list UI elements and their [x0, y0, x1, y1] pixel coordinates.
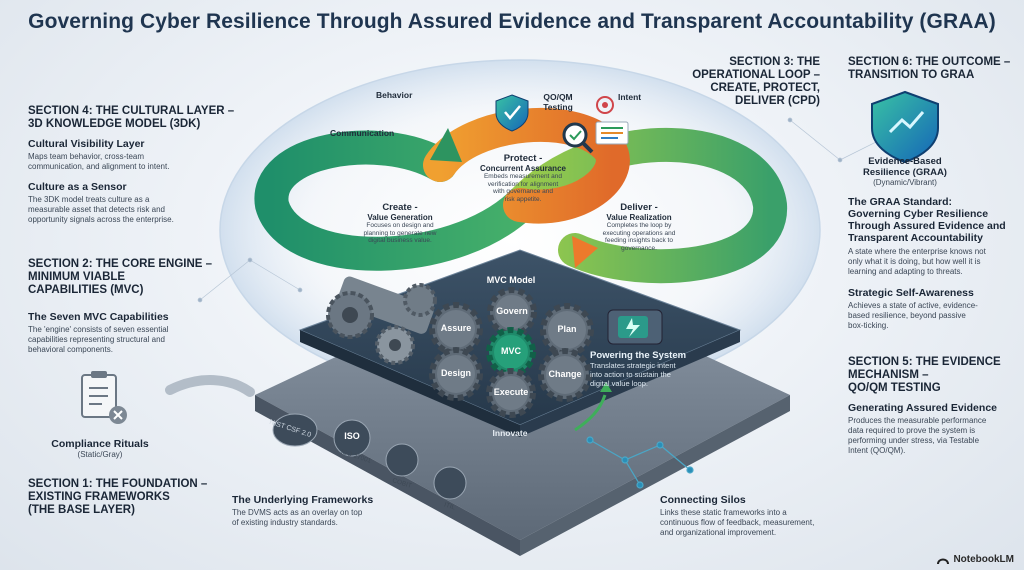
section6-heading2: Strategic Self-Awareness — [848, 287, 974, 299]
create-subtitle: Value Generation — [367, 213, 433, 222]
section1-title: SECTION 1: THE FOUNDATION – EXISTING FRA… — [28, 478, 208, 516]
section6-text2: Achieves a state of active, evidence- ba… — [848, 301, 978, 330]
create-title: Create - — [382, 202, 418, 213]
notebooklm-logo-icon — [937, 558, 950, 564]
graa-shield-badge — [871, 90, 939, 164]
section6-details: The GRAA Standard: Governing Cyber Resil… — [848, 196, 1018, 331]
gear-plan — [540, 303, 594, 357]
section1-block: SECTION 1: THE FOUNDATION – EXISTING FRA… — [28, 478, 248, 517]
section5-block: SECTION 5: THE EVIDENCE MECHANISM – QO/Q… — [848, 356, 1018, 456]
gear-label-change: Change — [548, 369, 582, 379]
section6-block: SECTION 6: THE OUTCOME – TRANSITION TO G… — [848, 56, 1018, 82]
protect-card: Protect - Concurrent Assurance Embeds me… — [468, 153, 578, 203]
graa-badge-sub: (Dynamic/Vibrant) — [873, 178, 937, 187]
frameworks-title: The Underlying Frameworks — [232, 494, 374, 506]
gear-label-plan: Plan — [557, 324, 577, 334]
powering-block: Powering the System Translates strategic… — [590, 350, 710, 388]
framework-medallions — [272, 413, 467, 500]
cpd-infinity-loop — [254, 108, 787, 284]
brand-label: NotebookLM — [953, 554, 1014, 565]
deliver-text: Completes the loop by executing operatio… — [602, 222, 676, 252]
section4-title: SECTION 4: THE CULTURAL LAYER – 3D KNOWL… — [28, 105, 235, 130]
protect-text: Embeds measurement and verification for … — [483, 173, 563, 203]
qoqm-label: QO/QM Testing — [543, 92, 573, 112]
section4-text2: The 3DK model treats culture as a measur… — [28, 195, 174, 224]
section3-block: SECTION 3: THE OPERATIONAL LOOP – CREATE… — [670, 56, 820, 108]
target-icon — [596, 96, 614, 114]
section2-heading1: The Seven MVC Capabilities — [28, 311, 169, 323]
communication-label: Communication — [330, 128, 395, 138]
engine-machinery — [326, 276, 437, 365]
frameworks-block: The Underlying Frameworks The DVMS acts … — [232, 494, 402, 528]
section3-title: SECTION 3: THE OPERATIONAL LOOP – CREATE… — [692, 56, 820, 107]
silos-block: Connecting Silos Links these static fram… — [660, 494, 850, 538]
deliver-subtitle: Value Realization — [606, 213, 672, 222]
gear-label-mvc: MVC — [501, 346, 521, 356]
create-arc — [254, 130, 537, 271]
gear-govern — [487, 287, 537, 337]
silos-text: Links these static frameworks into a con… — [660, 508, 815, 537]
create-text: Focuses on design and planning to genera… — [363, 222, 437, 244]
section6-heading1: The GRAA Standard: Governing Cyber Resil… — [848, 196, 1006, 244]
network-lines — [197, 117, 903, 303]
power-engine-icon — [607, 309, 663, 345]
page-title: Governing Cyber Resilience Through Assur… — [28, 10, 996, 33]
protect-subtitle: Concurrent Assurance — [480, 164, 566, 173]
section6-title: SECTION 6: THE OUTCOME – TRANSITION TO G… — [848, 56, 1011, 81]
gear-label-govern: Govern — [496, 306, 528, 316]
section4-heading2: Culture as a Sensor — [28, 181, 127, 193]
powering-title: Powering the System — [590, 350, 687, 361]
gear-label-design: Design — [440, 368, 471, 378]
intent-label: Intent — [618, 92, 642, 102]
gear-label-assure: Assure — [440, 323, 472, 333]
section2-title: SECTION 2: THE CORE ENGINE – MINIMUM VIA… — [28, 258, 213, 296]
gear-execute — [486, 368, 536, 418]
compliance-label: Compliance Rituals — [51, 438, 149, 450]
section4-heading1: Cultural Visibility Layer — [28, 138, 145, 150]
create-card: Create - Value Generation Focuses on des… — [345, 202, 455, 245]
behavior-label: Behavior — [376, 90, 413, 100]
clipboard-icon — [81, 371, 255, 424]
powering-text: Translates strategic intent into action … — [590, 361, 676, 388]
silo-network — [586, 436, 694, 489]
section6-text1: A state where the enterprise knows not o… — [848, 247, 986, 276]
compliance-block: Compliance Rituals (Static/Gray) — [45, 438, 155, 460]
compliance-sub: (Static/Gray) — [77, 450, 123, 459]
gear-label-execute: Execute — [493, 387, 529, 397]
gear-change — [538, 348, 592, 402]
deliver-title: Deliver - — [620, 202, 658, 213]
checklist-card-icon — [595, 121, 629, 145]
iso-mark: ISO — [344, 431, 360, 441]
innovate-label: Innovate — [492, 428, 528, 438]
shield-check-icon — [495, 94, 529, 132]
protect-title: Protect - — [503, 153, 543, 164]
graa-badge-label: Evidence-Based Resilience (GRAA) — [863, 156, 947, 178]
section4-block: SECTION 4: THE CULTURAL LAYER – 3D KNOWL… — [28, 105, 248, 225]
gear-design — [429, 347, 483, 401]
protect-arc — [423, 108, 630, 224]
frameworks-text: The DVMS acts as an overlay on top of ex… — [232, 508, 363, 527]
section4-text1: Maps team behavior, cross-team communica… — [28, 152, 170, 171]
brand-watermark: NotebookLM — [937, 554, 1014, 565]
gear-assure — [429, 302, 483, 356]
graa-badge-caption: Evidence-Based Resilience (GRAA) (Dynami… — [845, 156, 965, 188]
section5-text1: Produces the measurable performance data… — [848, 416, 987, 455]
section2-block: SECTION 2: THE CORE ENGINE – MINIMUM VIA… — [28, 258, 248, 355]
mvc-model-label: MVC Model — [486, 275, 536, 285]
deliver-card: Deliver - Value Realization Completes th… — [584, 202, 694, 252]
silos-title: Connecting Silos — [660, 494, 746, 506]
section5-heading1: Generating Assured Evidence — [848, 402, 997, 414]
magnifier-icon — [562, 122, 594, 154]
section5-title: SECTION 5: THE EVIDENCE MECHANISM – QO/Q… — [848, 356, 1001, 394]
section2-text1: The 'engine' consists of seven essential… — [28, 325, 169, 354]
